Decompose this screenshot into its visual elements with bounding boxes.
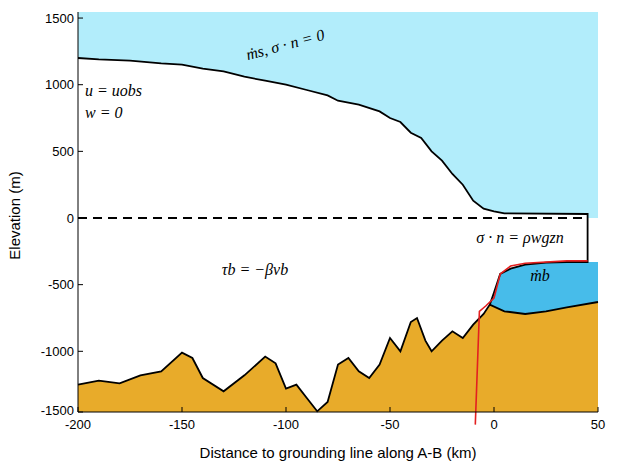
- atmosphere: [78, 12, 598, 218]
- y-tick-label: 0: [67, 212, 74, 225]
- sea-level: [78, 217, 588, 219]
- x-tick: [78, 407, 79, 412]
- x-tick: [390, 407, 391, 412]
- ocean-pressure-condition: σ · n = ρwgzn: [476, 230, 563, 246]
- y-tick-label: -500: [48, 278, 74, 291]
- x-tick-label: -50: [381, 418, 400, 431]
- x-tick-label: 50: [591, 418, 605, 431]
- y-axis-title: Elevation (m): [7, 171, 22, 259]
- y-tick: [78, 18, 83, 19]
- y-tick-label: 500: [52, 145, 74, 158]
- y-tick: [78, 84, 83, 85]
- inflow-condition: u = uobs: [85, 83, 142, 99]
- x-tick: [494, 407, 495, 412]
- x-tick-label: -200: [65, 418, 91, 431]
- inflow-condition: w = 0: [85, 105, 122, 121]
- y-tick: [78, 412, 83, 413]
- friction-law: τb = −βvb: [222, 262, 288, 278]
- y-tick-label: 1000: [45, 78, 74, 91]
- y-tick: [78, 284, 83, 285]
- y-tick-label: -1500: [41, 404, 74, 417]
- y-tick: [78, 351, 83, 352]
- y-axis: [78, 12, 79, 412]
- basal-melt: ṁb: [530, 268, 550, 284]
- x-tick: [182, 407, 183, 412]
- x-tick-label: -100: [273, 418, 299, 431]
- x-axis-title: Distance to grounding line along A-B (km…: [200, 445, 477, 460]
- x-tick-label: -150: [169, 418, 195, 431]
- y-tick: [78, 151, 83, 152]
- y-tick-label: -1000: [41, 345, 74, 358]
- ice-outline: [78, 58, 588, 305]
- bed-line: [78, 302, 598, 411]
- bedrock: [78, 302, 598, 412]
- x-tick-label: 0: [490, 418, 497, 431]
- x-tick: [286, 407, 287, 412]
- grounding-line-marker: [475, 261, 587, 425]
- x-tick: [598, 407, 599, 412]
- x-axis: [78, 412, 598, 413]
- y-tick-label: 1500: [45, 12, 74, 25]
- y-tick: [78, 218, 83, 219]
